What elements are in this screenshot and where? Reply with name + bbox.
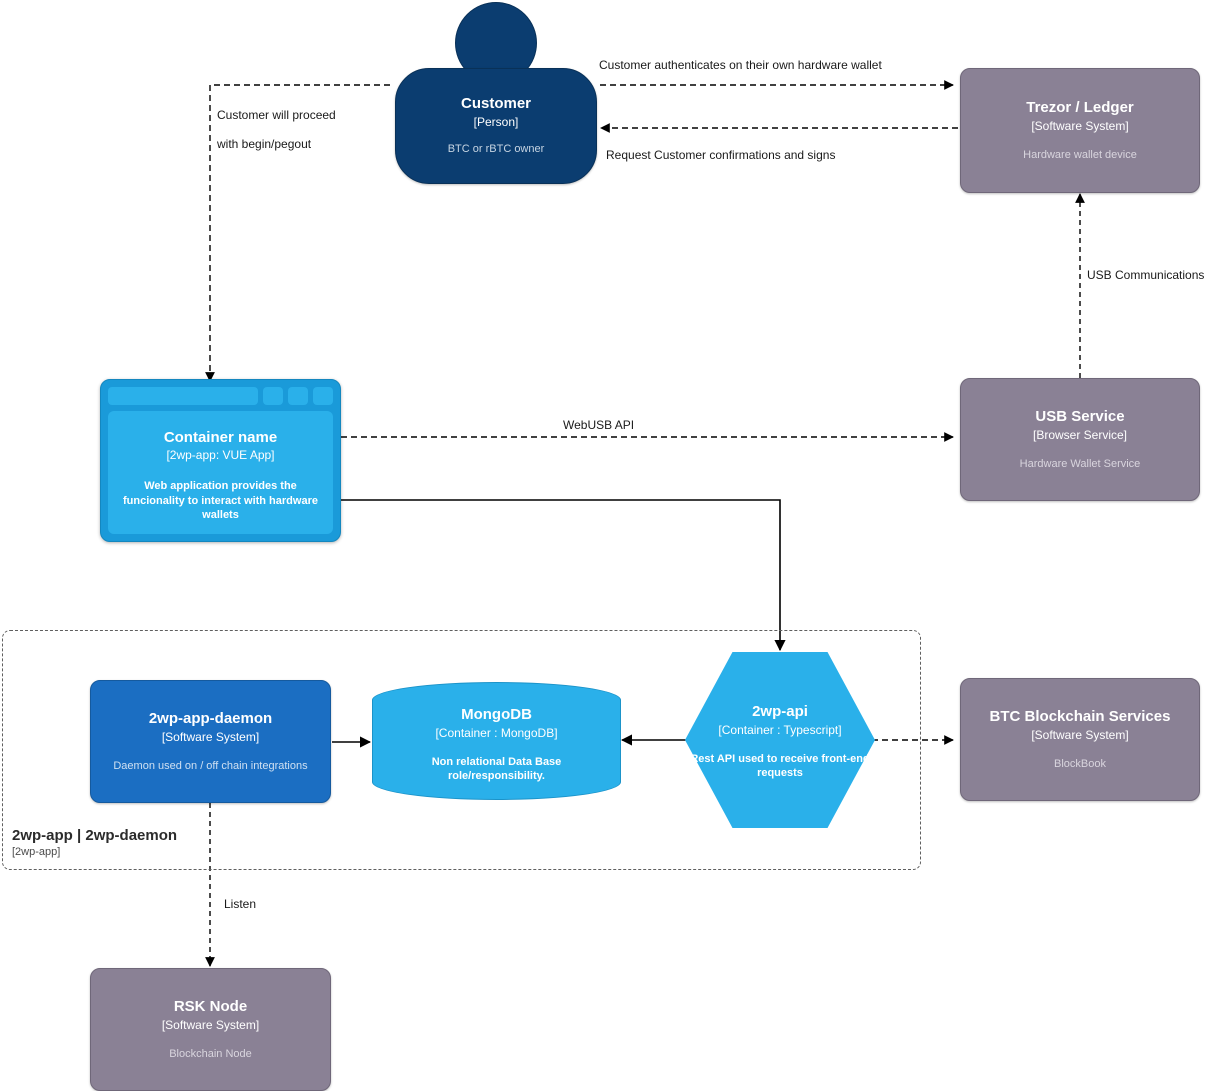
node-rsk-node-tech: [Software System] <box>161 1017 260 1032</box>
browser-address-bar[interactable] <box>108 387 258 405</box>
node-mongodb-tech: [Container : MongoDB] <box>435 726 558 741</box>
mongodb-label: MongoDB [Container : MongoDB] Non relati… <box>372 682 621 800</box>
node-customer[interactable]: Customer [Person] BTC or rBTC owner <box>395 2 597 184</box>
person-body: Customer [Person] BTC or rBTC owner <box>395 68 597 184</box>
edge-container-name-to-api <box>341 499 786 652</box>
boundary-tech: [2wp-app] <box>12 846 61 858</box>
boundary-2wp-app-2wp-daemon <box>2 630 921 870</box>
node-mongodb-desc: Non relational Data Base role/responsibi… <box>431 756 562 783</box>
node-2wp-api[interactable]: 2wp-api [Container : Typescript] Rest AP… <box>685 652 875 828</box>
node-btc-blockchain-services-tech: [Software System] <box>1031 727 1129 742</box>
edge-label-customer-to-container-name-line1: Customer will proceed <box>217 108 336 122</box>
node-mongodb-title: MongoDB <box>461 706 532 724</box>
node-container-name[interactable]: Container name [2wp-app: VUE App] Web ap… <box>100 379 341 542</box>
node-usb-service[interactable]: USB Service [Browser Service] Hardware W… <box>960 378 1200 501</box>
node-rsk-node[interactable]: RSK Node [Software System] Blockchain No… <box>90 968 331 1091</box>
boundary-label: 2wp-app | 2wp-daemon [2wp-app] <box>12 827 177 858</box>
edge-label-trezor-to-customer: Request Customer confirmations and signs <box>606 148 836 162</box>
mongodb-cylinder-body <box>372 700 621 782</box>
node-trezor-ledger[interactable]: Trezor / Ledger [Software System] Hardwa… <box>960 68 1200 193</box>
node-2wp-api-title: 2wp-api <box>752 703 808 721</box>
browser-maximize-button[interactable] <box>288 387 308 405</box>
node-usb-service-desc: Hardware Wallet Service <box>1019 457 1141 470</box>
node-trezor-ledger-desc: Hardware wallet device <box>1023 148 1137 161</box>
browser-content: Container name [2wp-app: VUE App] Web ap… <box>108 411 333 534</box>
hexagon-shape <box>685 652 875 828</box>
edge-label-listen: Listen <box>224 897 257 911</box>
edge-label-usb-communications: USB Communications <box>1087 268 1205 282</box>
node-btc-blockchain-services[interactable]: BTC Blockchain Services [Software System… <box>960 678 1200 801</box>
edge-customer-to-container-name <box>205 84 390 382</box>
node-2wp-app-daemon-tech: [Software System] <box>161 729 260 744</box>
node-2wp-api-tech: [Container : Typescript] <box>718 723 842 738</box>
browser-close-button[interactable] <box>313 387 333 405</box>
node-container-name-desc: Web application provides the funcionalit… <box>123 480 318 522</box>
node-2wp-app-daemon-desc: Daemon used on / off chain integrations <box>113 759 308 772</box>
edge-label-customer-to-trezor: Customer authenticates on their own hard… <box>599 58 882 72</box>
browser-title-bar <box>108 387 333 405</box>
node-rsk-node-desc: Blockchain Node <box>169 1047 252 1060</box>
node-2wp-app-daemon-title: 2wp-app-daemon <box>148 709 273 727</box>
node-usb-service-tech: [Browser Service] <box>1032 427 1128 442</box>
node-container-name-title: Container name <box>163 428 278 446</box>
node-customer-desc: BTC or rBTC owner <box>447 143 545 156</box>
node-trezor-ledger-title: Trezor / Ledger <box>1026 98 1134 116</box>
node-btc-blockchain-services-desc: BlockBook <box>1054 757 1106 770</box>
edge-label-customer-to-container-name-line2: with begin/pegout <box>217 137 312 151</box>
node-usb-service-title: USB Service <box>1035 407 1125 425</box>
node-btc-blockchain-services-title: BTC Blockchain Services <box>989 707 1171 725</box>
node-customer-tech: [Person] <box>473 115 519 130</box>
boundary-name: 2wp-app | 2wp-daemon <box>12 827 178 844</box>
node-mongodb[interactable]: MongoDB [Container : MongoDB] Non relati… <box>372 682 621 800</box>
node-2wp-app-daemon[interactable]: 2wp-app-daemon [Software System] Daemon … <box>90 680 331 803</box>
node-2wp-api-label: 2wp-api [Container : Typescript] Rest AP… <box>685 652 875 828</box>
node-rsk-node-title: RSK Node <box>173 997 248 1015</box>
node-2wp-api-desc: Rest API used to receive front-end reque… <box>690 753 870 780</box>
node-customer-title: Customer <box>460 95 531 113</box>
node-trezor-ledger-tech: [Software System] <box>1031 118 1129 133</box>
browser-minimize-button[interactable] <box>263 387 283 405</box>
node-container-name-tech: [2wp-app: VUE App] <box>166 448 275 463</box>
edge-label-webusb-api: WebUSB API <box>563 418 635 432</box>
